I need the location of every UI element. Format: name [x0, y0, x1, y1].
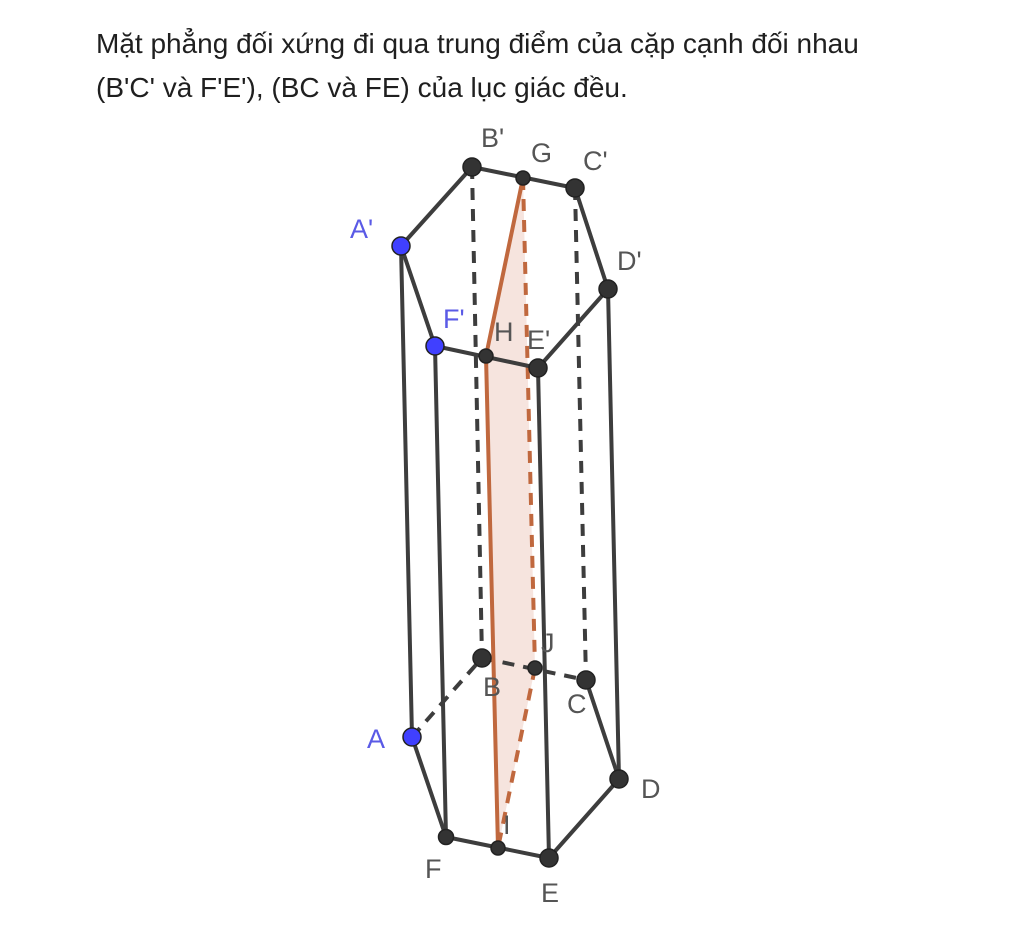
label-B1: B'	[481, 123, 504, 153]
symmetry-plane	[486, 178, 535, 848]
edge-F1-A1	[399, 244, 437, 348]
label-G: G	[531, 138, 552, 168]
point-I	[490, 840, 506, 856]
point-E	[539, 848, 559, 868]
point-D	[609, 769, 629, 789]
label-C: C	[567, 689, 587, 719]
point-C	[576, 670, 596, 690]
caption-line-2: (B'C' và F'E'), (BC và FE) của lục giác …	[96, 72, 628, 103]
label-A1: A'	[350, 214, 373, 244]
point-B1	[462, 157, 482, 177]
plane-visible-edges	[484, 176, 525, 850]
edge-A-F	[410, 735, 448, 839]
edge-F1-F	[433, 344, 448, 839]
edge-C1-D1	[573, 186, 610, 291]
edge-C1-C	[573, 187, 588, 681]
point-G	[515, 170, 531, 186]
edge-B1-B	[470, 166, 484, 659]
label-D: D	[641, 774, 661, 804]
point-C1	[565, 178, 585, 198]
label-C1: C'	[583, 146, 608, 176]
label-F1: F'	[443, 304, 465, 334]
caption-line-1: Mặt phẳng đối xứng đi qua trung điểm của…	[96, 28, 859, 59]
point-D1	[598, 279, 618, 299]
label-I: I	[503, 810, 511, 840]
label-B: B	[483, 672, 501, 702]
vertex-points	[391, 157, 629, 868]
plane-edge-H-I	[484, 354, 500, 850]
problem-caption: Mặt phẳng đối xứng đi qua trung điểm của…	[96, 22, 976, 110]
label-F: F	[425, 854, 442, 884]
point-A1	[391, 236, 411, 256]
label-D1: D'	[617, 246, 642, 276]
edge-A1-B1	[399, 165, 474, 248]
plane-edge-G-H	[484, 176, 525, 358]
label-J: J	[541, 628, 555, 658]
edge-D-C	[584, 678, 621, 781]
plane-edge-G-J	[521, 177, 537, 669]
edge-E-D	[547, 777, 621, 860]
edge-D1-D	[606, 287, 621, 781]
point-H	[478, 348, 494, 364]
label-H: H	[494, 317, 514, 347]
point-E1	[528, 358, 548, 378]
plane-edge-J-I	[496, 667, 537, 849]
edge-E1-E	[536, 366, 551, 860]
label-E: E	[541, 878, 559, 908]
point-B	[472, 648, 492, 668]
label-A: A	[367, 724, 385, 754]
point-F1	[425, 336, 445, 356]
point-F	[437, 828, 455, 846]
edge-A-B	[410, 656, 484, 739]
edge-D1-E1	[536, 287, 610, 370]
label-E1: E'	[527, 325, 550, 355]
point-J	[527, 660, 543, 676]
vertex-labels: A' F' A B' G C' D' H E' B J C D I F E	[350, 123, 661, 908]
point-A	[402, 727, 422, 747]
edge-A1-A	[399, 244, 414, 739]
plane-hidden-edges	[496, 177, 537, 849]
